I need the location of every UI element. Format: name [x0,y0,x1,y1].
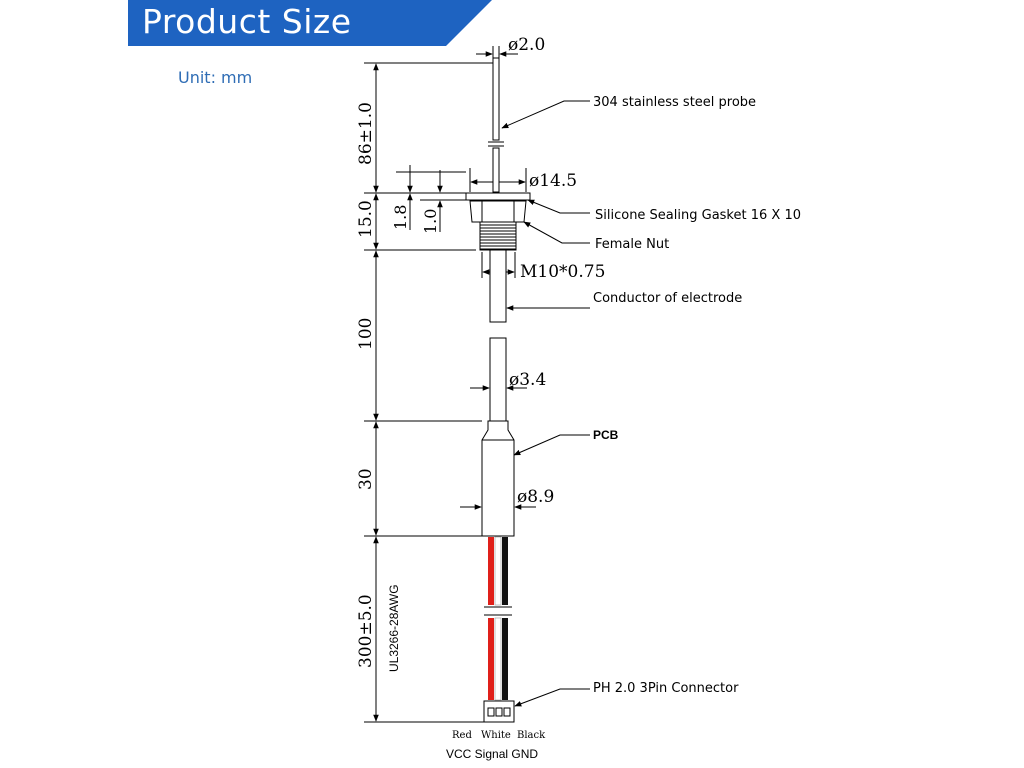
wire-black [502,537,508,605]
wire-white [494,536,502,606]
header-banner: Product Size [128,0,492,46]
callout-pcb: PCB [593,428,619,442]
signal-labels: VCC Signal GND [446,747,538,761]
wire-white [494,617,502,701]
probe-diameter-label: ø2.0 [508,35,545,55]
wire-red [488,618,494,700]
callout-nut: Female Nut [595,237,669,252]
gasket-thickness-label: 1.8 [391,205,410,230]
wire-red [488,537,494,605]
electrode-upper [489,249,507,323]
unit-label: Unit: mm [178,68,253,87]
wire-black-label: Black [517,730,546,741]
callout-electrode: Conductor of electrode [593,291,742,306]
pcb-housing [481,420,515,537]
callout-gasket: Silicone Sealing Gasket 16 X 10 [595,208,801,223]
callout-connector: PH 2.0 3Pin Connector [593,681,739,696]
dimension-lines [373,63,443,722]
sensor-body [465,57,531,723]
leader-lines [501,100,590,707]
page-title: Product Size [142,2,352,41]
gasket-gap-label: 1.0 [421,209,440,234]
electrode-lower [489,337,507,422]
wire-red-label: Red [452,730,472,741]
steel-probe [492,57,500,141]
sealing-gasket [465,192,531,201]
extension-lines [364,62,496,723]
banner-shape [128,0,492,46]
thread-section [479,221,517,251]
nut-diameter-label: ø14.5 [529,171,577,191]
cable-wires [484,536,512,701]
cable-spec-label: UL3266-28AWG [387,584,401,672]
pcb-length-label: 30 [356,468,376,490]
electrode-diameter-label: ø3.4 [509,370,546,390]
female-nut [469,200,527,223]
wire-black [502,618,508,700]
electrode-length-label: 100 [356,318,376,350]
probe-length-label: 86±1.0 [356,102,376,165]
pcb-diameter-label: ø8.9 [517,487,554,507]
nut-height-label: 15.0 [356,200,376,238]
wire-white-label: White [481,730,511,741]
thread-label: M10*0.75 [520,262,605,282]
callout-probe: 304 stainless steel probe [593,95,756,110]
cable-length-label: 300±5.0 [356,594,376,668]
